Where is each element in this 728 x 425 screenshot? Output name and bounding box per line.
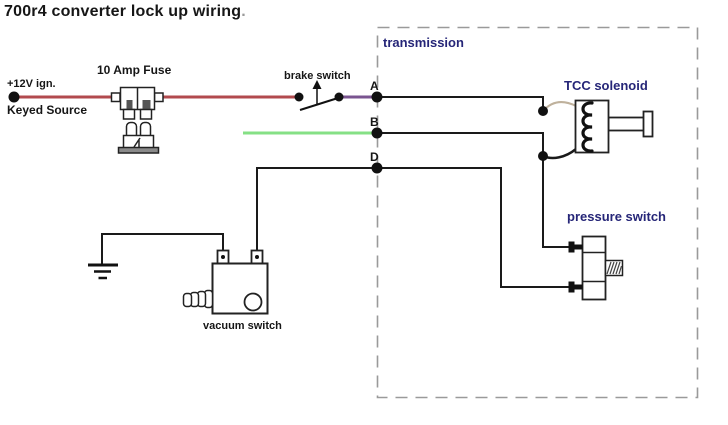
page-title: 700r4 converter lock up wiring. — [4, 3, 246, 20]
brake-switch-arrow-icon — [312, 80, 322, 89]
fuse-holder-icon — [110, 86, 164, 120]
ground-symbol-icon — [88, 263, 118, 280]
vacuum-switch-icon — [182, 249, 269, 315]
tcc-solenoid-icon — [574, 99, 654, 154]
pin-d-dot — [371, 162, 383, 174]
label-transmission: transmission — [383, 35, 464, 50]
label-pressure-switch: pressure switch — [567, 209, 666, 224]
solenoid-coil-icon — [581, 101, 594, 153]
wire-pin-d-to-vacuum-switch — [256, 167, 377, 251]
label-keyed-source: Keyed Source — [7, 103, 88, 117]
junction-dots — [538, 106, 548, 161]
label-12v-ign: +12V ign. — [7, 78, 56, 90]
wire-pin-b-to-pressure-switch — [377, 132, 570, 248]
vacuum-hose-barb-icon — [182, 289, 214, 309]
pin-a-dot — [371, 91, 383, 103]
pin-label-a: A — [370, 79, 379, 93]
label-tcc-solenoid: TCC solenoid — [564, 78, 648, 93]
pin-label-b: B — [370, 115, 379, 129]
pressure-switch-terminals — [568, 241, 583, 293]
label-brake-switch: brake switch — [284, 70, 351, 82]
pressure-switch-thread-icon — [604, 259, 624, 277]
brake-switch-symbol — [294, 80, 344, 111]
circuit-wires-black — [101, 96, 570, 288]
solenoid-lead-top — [542, 101, 577, 112]
pin-b-dot — [371, 127, 383, 139]
vacuum-switch-port-icon — [243, 292, 263, 312]
transmission-boundary — [376, 26, 699, 399]
spare-fuse-icon — [117, 121, 160, 154]
wire-pin-a-to-solenoid — [377, 96, 544, 111]
label-vacuum-switch: vacuum switch — [203, 320, 282, 332]
pressure-switch-icon — [568, 235, 624, 301]
wire-pin-d-to-pressure-switch — [377, 167, 570, 288]
keyed-source-terminal-dot — [8, 91, 20, 103]
pin-label-d: D — [370, 150, 379, 164]
wire-vacuum-switch-to-ground — [101, 233, 224, 264]
label-fuse: 10 Amp Fuse — [97, 63, 172, 77]
title-period: . — [241, 3, 246, 20]
transmission-pin-dots — [371, 91, 383, 174]
